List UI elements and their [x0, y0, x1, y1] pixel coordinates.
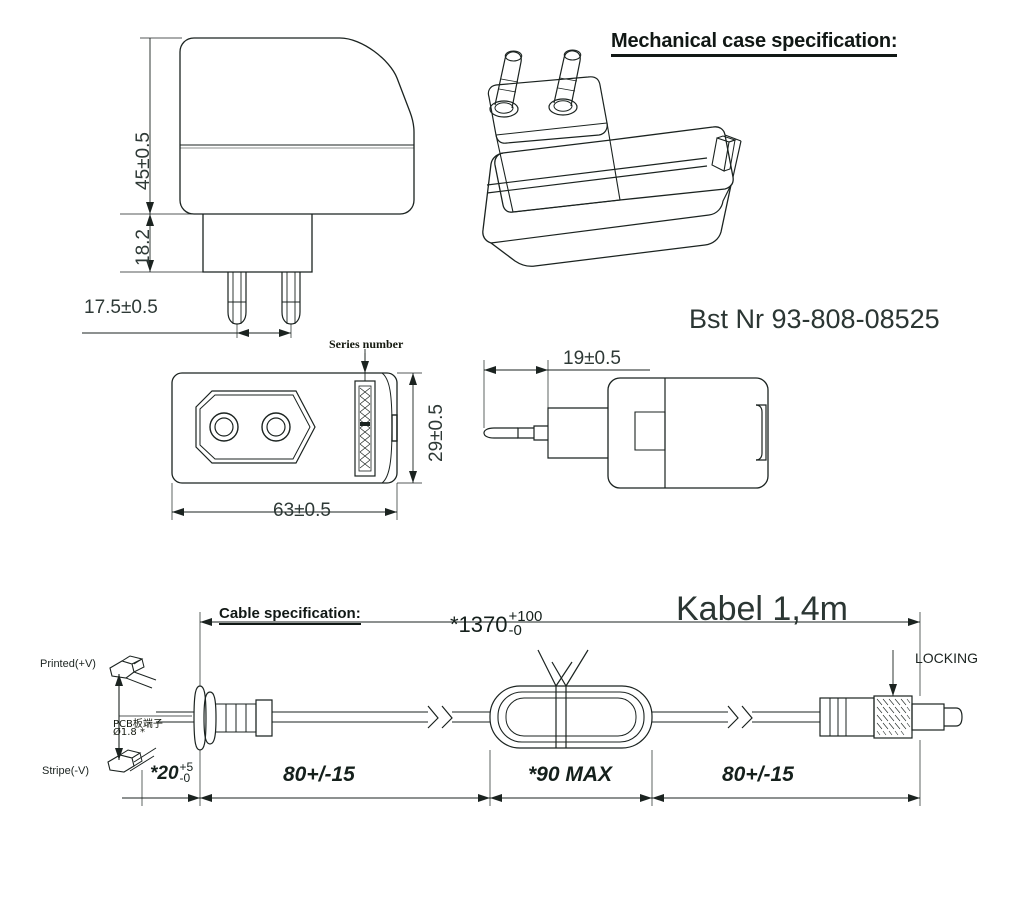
dim-segment-mid: *90 MAX [528, 763, 613, 786]
dim-segment-right: 80+/-15 [722, 763, 794, 786]
isometric-view [482, 49, 742, 267]
pcb-terminal-label: PCB板端子 [113, 719, 163, 730]
dim-segment-left: 80+/-15 [283, 763, 355, 786]
series-number-label: Series number [329, 337, 404, 351]
order-number-label: Bst Nr 93-808-08525 [689, 304, 940, 334]
dim-lead-tolerance: +5 -0 [179, 760, 194, 785]
mechanical-spec-title: Mechanical case specification: [611, 30, 898, 57]
plan-view [171, 349, 422, 520]
dim-cable-total-length: *1370 +100 -0 [450, 608, 543, 639]
cable-length-note: Kabel 1,4m [676, 590, 848, 628]
front-elevation-view [82, 37, 415, 338]
dim-lead-length: *20 +5 -0 [150, 760, 194, 785]
dim-height-total: 45±0.5 [133, 132, 154, 190]
terminal-diameter-label: Ø1.8 * [113, 727, 145, 738]
connector-locking-label: LOCKING [915, 650, 979, 666]
cable-assembly-view [107, 612, 963, 806]
wire-positive-label: Printed(+V) [40, 658, 96, 670]
wire-negative-label: Stripe(-V) [42, 765, 90, 777]
dim-pin-length: 19±0.5 [563, 348, 621, 369]
dim-height-plug: 18.2 [133, 229, 154, 266]
dim-cable-total-tolerance: +100 -0 [508, 608, 543, 639]
dim-lead-value: *20 [150, 763, 179, 784]
dim-width: 63±0.5 [273, 500, 331, 521]
dim-cable-total-value: *1370 [450, 612, 508, 637]
side-profile-view [483, 360, 769, 489]
dim-pin-spacing: 17.5±0.5 [84, 297, 158, 318]
dim-depth: 29±0.5 [426, 404, 447, 462]
cable-spec-title: Cable specification: [219, 605, 361, 625]
